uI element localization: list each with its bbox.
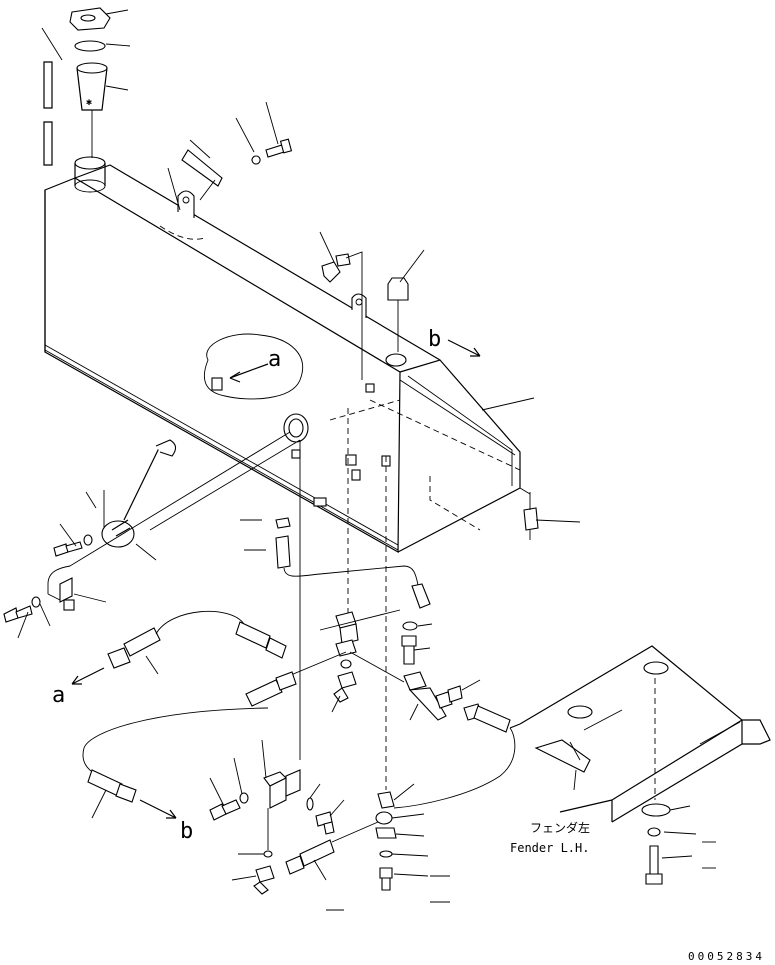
bolt-top	[265, 138, 293, 158]
fender-lh	[509, 645, 771, 823]
cap-gasket	[74, 40, 106, 52]
filler-neck	[74, 156, 106, 193]
drain-cock	[523, 492, 539, 531]
detail-a-outline	[204, 333, 304, 400]
junction-elbow	[333, 671, 357, 703]
fuel-tank	[44, 164, 521, 554]
tank-block-1	[365, 383, 375, 393]
breather-port	[385, 353, 407, 367]
hose-upper	[107, 621, 287, 669]
ref-label-b-bottom: b	[180, 819, 193, 844]
connector-right	[435, 685, 463, 709]
fuel-sender	[101, 439, 177, 548]
fender-bolt	[645, 845, 663, 885]
sender-port	[283, 413, 309, 443]
sender-washer	[83, 534, 93, 546]
pipe-clamp-right	[403, 671, 447, 721]
elbow-fitting-top	[321, 253, 351, 283]
clip-stack	[375, 791, 397, 891]
fender-washer-large	[641, 803, 671, 817]
tank-lug-right	[351, 293, 367, 318]
tank-block-6	[351, 469, 361, 481]
junction-block	[335, 611, 359, 657]
elbow-bottom	[253, 865, 275, 895]
lower-oring	[306, 797, 314, 811]
clamp-bolt	[3, 605, 33, 623]
clamp-plate	[181, 149, 223, 187]
level-gauge-upper	[43, 61, 53, 109]
lower-bracket	[263, 769, 301, 809]
hose-fitting-2	[411, 583, 431, 609]
ref-label-a-top: a	[268, 347, 281, 372]
detail-a-block	[211, 377, 223, 391]
ref-label-b-top: b	[428, 327, 441, 352]
filler-cap	[69, 7, 111, 31]
hose-middle	[245, 671, 297, 707]
small-washer-bottom	[263, 850, 273, 858]
clamp-washer	[31, 596, 41, 608]
bolt-right-top	[401, 635, 417, 665]
drawing-number: 00052834	[688, 950, 765, 963]
washer-right-top	[402, 621, 418, 631]
tank-block-5	[313, 497, 327, 507]
breather-cap	[387, 277, 409, 301]
washer-top	[251, 155, 261, 165]
level-gauge-lower	[43, 121, 53, 166]
hose-lower	[87, 769, 137, 803]
ref-label-a-bottom: a	[52, 683, 65, 708]
tank-block-2	[291, 449, 301, 459]
junction-washer	[340, 659, 352, 669]
hose-fitting-1	[275, 517, 291, 569]
hose-bottom	[285, 839, 335, 875]
lower-bracket-bolt	[209, 799, 241, 821]
tank-lug	[177, 190, 195, 218]
svg-text:✱: ✱	[86, 97, 92, 108]
fender-label-en: Fender L.H.	[510, 841, 589, 855]
fender-washer-small	[647, 827, 661, 837]
lower-elbow	[315, 811, 335, 835]
sender-clamp	[59, 577, 75, 611]
tank-block-3	[345, 454, 357, 466]
sender-bolt	[53, 541, 83, 557]
strainer: ✱	[76, 62, 108, 111]
fender-label-jp: フェンダ左	[530, 820, 590, 835]
lower-bracket-washer	[239, 792, 249, 804]
hose-right	[463, 703, 511, 733]
